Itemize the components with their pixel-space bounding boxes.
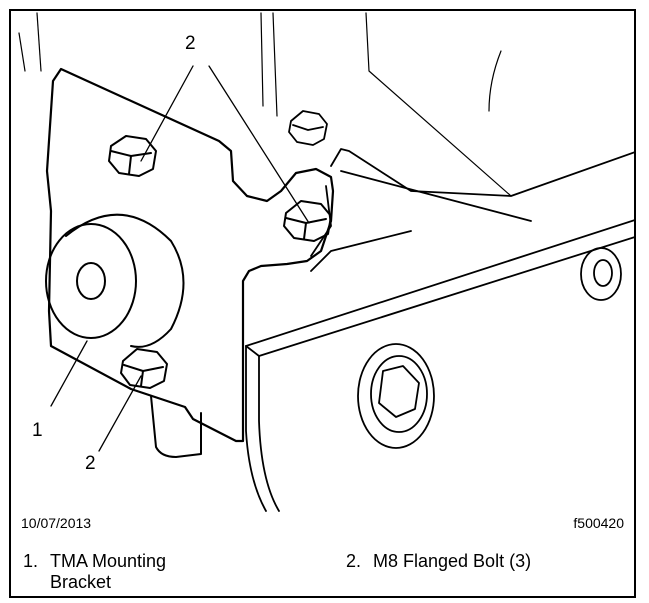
bracket-tab	[150, 395, 202, 458]
callout-2-bottom: 2	[85, 453, 96, 474]
cylindrical-spacer	[45, 213, 185, 348]
frame-channel	[245, 148, 634, 512]
legend-text: M8 Flanged Bolt (3)	[373, 551, 532, 571]
bracket-illustration	[18, 12, 634, 512]
mounting-bracket	[45, 67, 335, 443]
legend-item-2: 2. M8 Flanged Bolt (3)	[346, 551, 531, 572]
flange-nut-right	[580, 247, 622, 301]
legend-number: 1.	[23, 551, 39, 571]
flange-nut-center	[357, 343, 435, 449]
callout-2-top: 2	[185, 33, 196, 54]
legend-text-continued: Bracket	[50, 572, 112, 592]
figure-id: f500420	[573, 515, 624, 531]
hex-bolt-center	[283, 200, 332, 242]
figure-frame: 2 1 2 10/07/2013 f500420 1. TMA Mounting …	[9, 9, 636, 598]
figure-date: 10/07/2013	[21, 515, 92, 531]
legend-number: 2.	[346, 551, 362, 571]
hex-bolt-lower	[120, 348, 168, 389]
hex-bolt-upper-left	[108, 135, 157, 177]
legend-item-1: 1. TMA Mounting Bracket	[23, 551, 166, 593]
legend-text: TMA Mounting	[50, 551, 167, 571]
hex-bolt-background	[288, 110, 328, 146]
frame-rail-lines	[18, 12, 512, 197]
leader-lines	[50, 65, 310, 452]
callout-1: 1	[32, 420, 43, 441]
